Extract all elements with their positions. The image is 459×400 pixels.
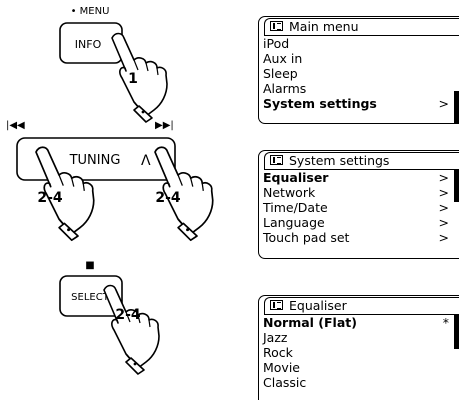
- menu-item[interactable]: iPod: [263, 36, 459, 51]
- select-top-icon: ■: [85, 260, 94, 271]
- prev-track-icon: |◀◀: [6, 120, 25, 131]
- menu-item-label: Rock: [263, 345, 293, 360]
- menu-item[interactable]: Language >: [263, 215, 459, 230]
- step-number-tuning-right: 2-4: [155, 190, 181, 206]
- lcd-title: System settings: [289, 153, 390, 168]
- next-track-icon: ▶▶|: [155, 120, 174, 131]
- menu-item-label: Language: [263, 215, 325, 230]
- lcd-title: Main menu: [289, 19, 359, 34]
- select-button-label: SELECT: [71, 292, 110, 303]
- menu-item-marker: >: [438, 215, 449, 230]
- lcd-title-bar: System settings: [264, 152, 459, 170]
- step-number-info: 1: [128, 71, 138, 87]
- menu-item-label: Sleep: [263, 66, 298, 81]
- menu-item-label: Classic: [263, 375, 307, 390]
- menu-item[interactable]: Classic: [263, 375, 459, 390]
- scrollbar-thumb: [454, 170, 459, 202]
- menu-item[interactable]: Aux in: [263, 51, 459, 66]
- menu-item[interactable]: Time/Date >: [263, 200, 459, 215]
- menu-item-label: System settings: [263, 96, 377, 111]
- menu-item-marker: >: [438, 230, 449, 245]
- menu-item-marker: *: [442, 315, 449, 330]
- menu-item[interactable]: Alarms: [263, 81, 459, 96]
- menu-item[interactable]: Touch pad set >: [263, 230, 459, 245]
- hand-pointer-icon: [103, 284, 160, 375]
- menu-item[interactable]: Rock: [263, 345, 459, 360]
- menu-item-selected[interactable]: System settings >: [263, 96, 459, 111]
- menu-item-marker: >: [438, 200, 449, 215]
- menu-item-selected[interactable]: Equaliser >: [263, 170, 459, 185]
- tuning-up-icon[interactable]: Λ: [141, 153, 151, 169]
- lcd-title-bar: Main menu: [264, 18, 459, 36]
- menu-item-label: Jazz: [263, 330, 288, 345]
- menu-item-label: Equaliser: [263, 170, 329, 185]
- menu-list-icon: [270, 21, 283, 31]
- menu-item-label: Movie: [263, 360, 300, 375]
- info-button-label: INFO: [75, 38, 102, 51]
- menu-item-label: Alarms: [263, 81, 307, 96]
- menu-item-marker: >: [438, 185, 449, 200]
- menu-list-icon: [270, 300, 283, 310]
- menu-item[interactable]: Network >: [263, 185, 459, 200]
- lcd-equaliser: Equaliser Normal (Flat) * Jazz Rock Movie…: [258, 295, 459, 400]
- scrollbar-thumb: [454, 91, 459, 123]
- scrollbar-thumb: [454, 315, 459, 349]
- lcd-title: Equaliser: [289, 298, 347, 313]
- menu-item-selected[interactable]: Normal (Flat) *: [263, 315, 459, 330]
- menu-item-label: Network: [263, 185, 316, 200]
- lcd-title-bar: Equaliser: [264, 297, 459, 315]
- menu-list-icon: [270, 155, 283, 165]
- menu-label: • MENU: [71, 6, 110, 17]
- menu-item-marker: >: [438, 170, 449, 185]
- menu-item-label: iPod: [263, 36, 290, 51]
- lcd-system-settings: System settings Equaliser > Network > Time…: [258, 150, 459, 259]
- menu-item-label: Normal (Flat): [263, 315, 357, 330]
- menu-item-marker: >: [438, 96, 449, 111]
- menu-item-label: Time/Date: [263, 200, 328, 215]
- menu-item-label: Aux in: [263, 51, 303, 66]
- step-number-select: 2-4: [115, 307, 141, 323]
- tuning-button-label: TUNING: [69, 153, 121, 168]
- menu-item-label: Touch pad set: [263, 230, 350, 245]
- hand-pointer-icon: [111, 32, 168, 123]
- menu-item[interactable]: Jazz: [263, 330, 459, 345]
- lcd-main-menu: Main menu iPod Aux in Sleep Alarms Syste…: [258, 16, 459, 124]
- menu-item[interactable]: Movie: [263, 360, 459, 375]
- step-number-tuning-left: 2-4: [37, 190, 63, 206]
- menu-item[interactable]: Sleep: [263, 66, 459, 81]
